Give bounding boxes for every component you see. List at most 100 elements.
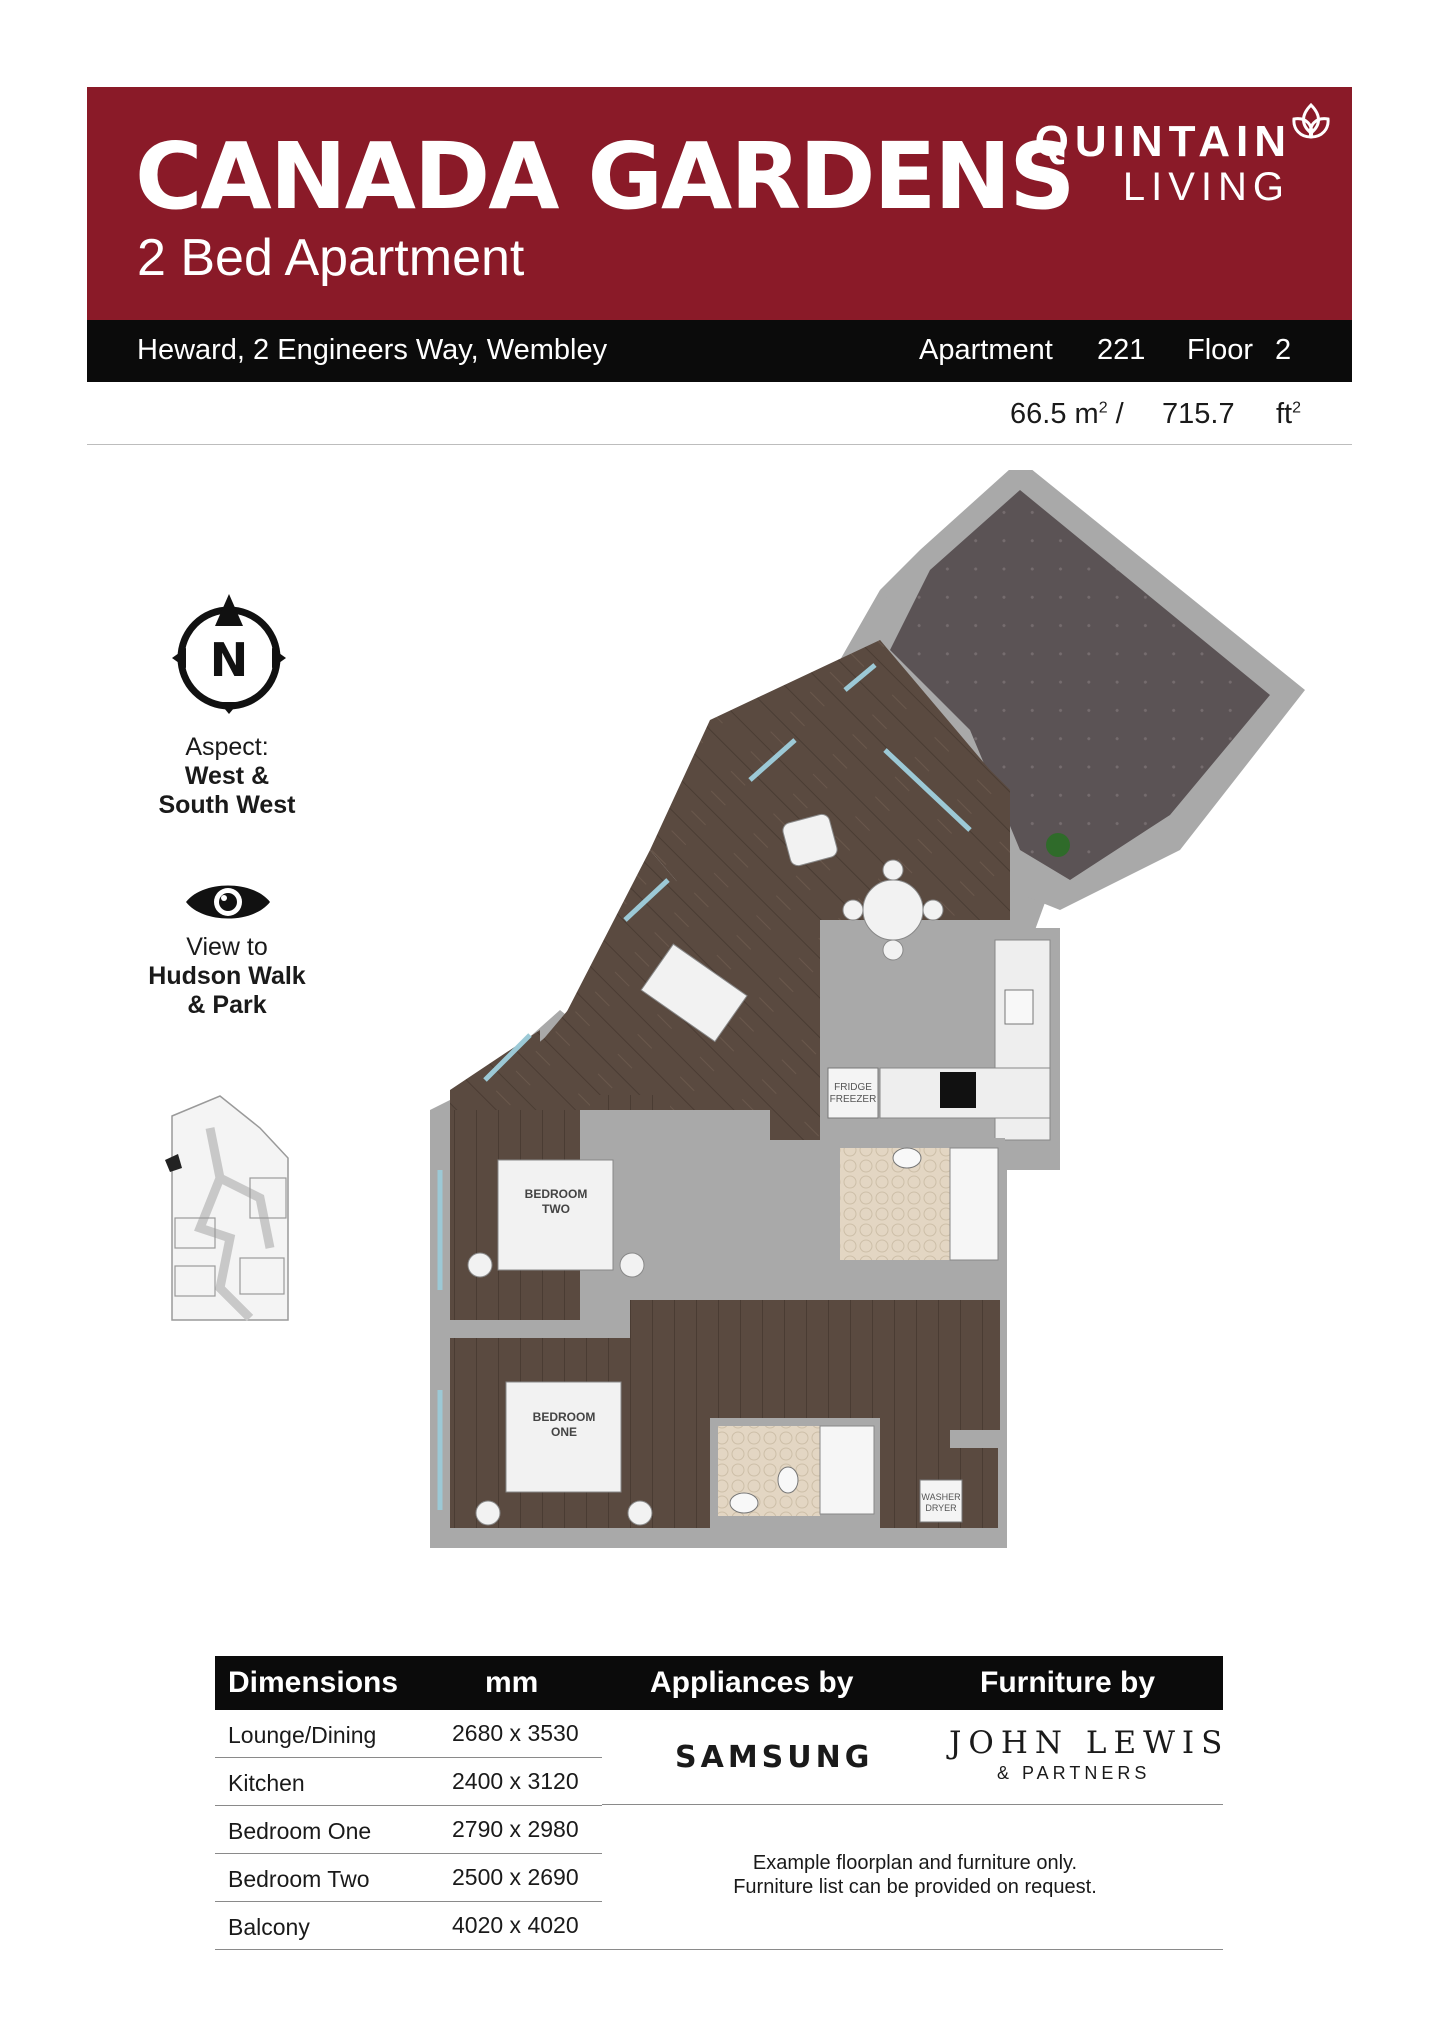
room-size: 2500 x 2690 (452, 1864, 579, 1890)
bedroom-one-label-1: BEDROOM (533, 1410, 596, 1424)
trefoil-logo-icon (1292, 102, 1330, 139)
area-sqft-sup: 2 (1292, 399, 1302, 417)
room-size: 4020 x 4020 (452, 1912, 579, 1938)
bedroom-two-label-1: BEDROOM (525, 1187, 588, 1201)
divider (602, 1804, 1223, 1805)
room-name: Bedroom One (228, 1818, 372, 1844)
area-sqm: 66.5 m2 / (1010, 398, 1124, 431)
floor-plan: FRIDGE FREEZER WASHER DRYER BEDROOM TWO … (430, 470, 1305, 1548)
compass-icon: N (172, 594, 286, 714)
aspect-line1: West & (184, 762, 270, 790)
site-keyplan-map (165, 1095, 289, 1322)
dryer-label: DRYER (925, 1503, 957, 1513)
hall-floor (630, 1300, 1000, 1430)
dimensions-header-label: Dimensions (228, 1666, 399, 1699)
logo-text-quintain: QUINTAIN (1034, 117, 1292, 166)
plant-icon (1046, 833, 1070, 857)
basin (892, 1147, 922, 1169)
view-block: View to Hudson Walk & Park (127, 933, 327, 1020)
nightstand (475, 1500, 501, 1526)
ensuite-basin (729, 1492, 759, 1514)
bed-two (497, 1159, 614, 1271)
dining-chair (842, 899, 864, 921)
table-row: Balcony 4020 x 4020 (215, 1902, 602, 1950)
room-size: 2400 x 3120 (452, 1768, 579, 1794)
bathroom-tile (840, 1148, 950, 1260)
address-bar: Heward, 2 Engineers Way, Wembley Apartme… (87, 320, 1352, 382)
apartment-label: Apartment (919, 334, 1053, 366)
address-text: Heward, 2 Engineers Way, Wembley (137, 334, 608, 366)
room-name: Bedroom Two (228, 1866, 370, 1892)
room-name: Lounge/Dining (228, 1722, 377, 1748)
area-sqm-unit: m (1074, 398, 1099, 430)
fridge-label: FRIDGE (834, 1082, 872, 1093)
view-line2: & Park (187, 991, 267, 1019)
room-name: Balcony (228, 1914, 310, 1940)
freezer-label: FREEZER (830, 1094, 877, 1105)
nightstand (627, 1500, 653, 1526)
table-row: Kitchen 2400 x 3120 (215, 1758, 602, 1806)
windows (437, 663, 972, 1510)
logo-text-living: LIVING (1122, 165, 1290, 209)
table-row: Bedroom One 2790 x 2980 (215, 1806, 602, 1854)
hob (940, 1072, 976, 1108)
area-sqft-unit: ft (1276, 398, 1293, 430)
apartment-number: 221 (1097, 334, 1146, 366)
fridge-freezer (827, 1067, 879, 1119)
view-label: View to (186, 933, 268, 961)
table-row: Lounge/Dining 2680 x 3530 (215, 1710, 602, 1758)
divider (602, 1949, 1223, 1950)
footnote-line1: Example floorplan and furniture only. (752, 1852, 1078, 1874)
dining-chair (922, 899, 944, 921)
compass-letter: N (210, 633, 249, 687)
aspect-line2: South West (158, 791, 296, 819)
page-subtitle: 2 Bed Apartment (137, 229, 525, 287)
table-row: Bedroom Two 2500 x 2690 (215, 1854, 602, 1902)
bathtub (949, 1147, 999, 1261)
sink (1004, 989, 1034, 1025)
appliances-header-label: Appliances by (650, 1666, 854, 1699)
john-lewis-logo: JOHN LEWIS (949, 1725, 1230, 1761)
area-sqm-value: 66.5 (1010, 398, 1067, 430)
aspect-block: Aspect: West & South West (127, 733, 327, 820)
dining-chair (882, 939, 904, 961)
area-sqft-unit-wrap: ft2 (1276, 398, 1301, 431)
nightstand (467, 1252, 493, 1278)
samsung-logo: SAMSUNG (675, 1740, 874, 1775)
shower (819, 1425, 875, 1515)
dining-table (862, 879, 924, 941)
view-line1: Hudson Walk (148, 962, 306, 990)
washer-label: WASHER (921, 1492, 961, 1502)
furniture-header-label: Furniture by (980, 1666, 1156, 1699)
room-size: 2680 x 3530 (452, 1720, 579, 1746)
bedroom-two-label-2: TWO (542, 1202, 570, 1216)
washer-dryer (919, 1479, 963, 1523)
room-size: 2790 x 2980 (452, 1816, 579, 1842)
bedroom-one-label-2: ONE (551, 1425, 577, 1439)
area-sqft: 715.7 (1162, 398, 1235, 431)
mm-header-label: mm (485, 1666, 539, 1699)
room-name: Kitchen (228, 1770, 305, 1796)
area-sqft-value: 715.7 (1162, 398, 1235, 430)
john-lewis-partners: & PARTNERS (997, 1763, 1151, 1783)
footnote-line2: Furniture list can be provided on reques… (733, 1876, 1097, 1898)
bedroom-two-floor (470, 850, 770, 1110)
divider (87, 444, 1352, 445)
bed-one (505, 1381, 622, 1493)
dimensions-header: Dimensions mm Appliances by Furniture by (215, 1656, 1223, 1710)
wall-partition (450, 1320, 630, 1340)
header-banner: CANADA GARDENS 2 Bed Apartment QUINTAIN … (87, 87, 1352, 320)
area-separator: / (1115, 398, 1124, 430)
floor-number: 2 (1275, 334, 1292, 366)
balcony (890, 490, 1270, 880)
page-title: CANADA GARDENS (135, 123, 1076, 230)
aspect-label: Aspect: (185, 733, 269, 761)
dining-chair (882, 859, 904, 881)
armchair (782, 813, 838, 867)
floor-label: Floor (1187, 334, 1254, 366)
ensuite-toilet (777, 1466, 799, 1494)
area-sqm-sup: 2 (1098, 399, 1108, 417)
sofa (640, 943, 748, 1043)
nightstand (619, 1252, 645, 1278)
eye-icon (186, 885, 270, 919)
